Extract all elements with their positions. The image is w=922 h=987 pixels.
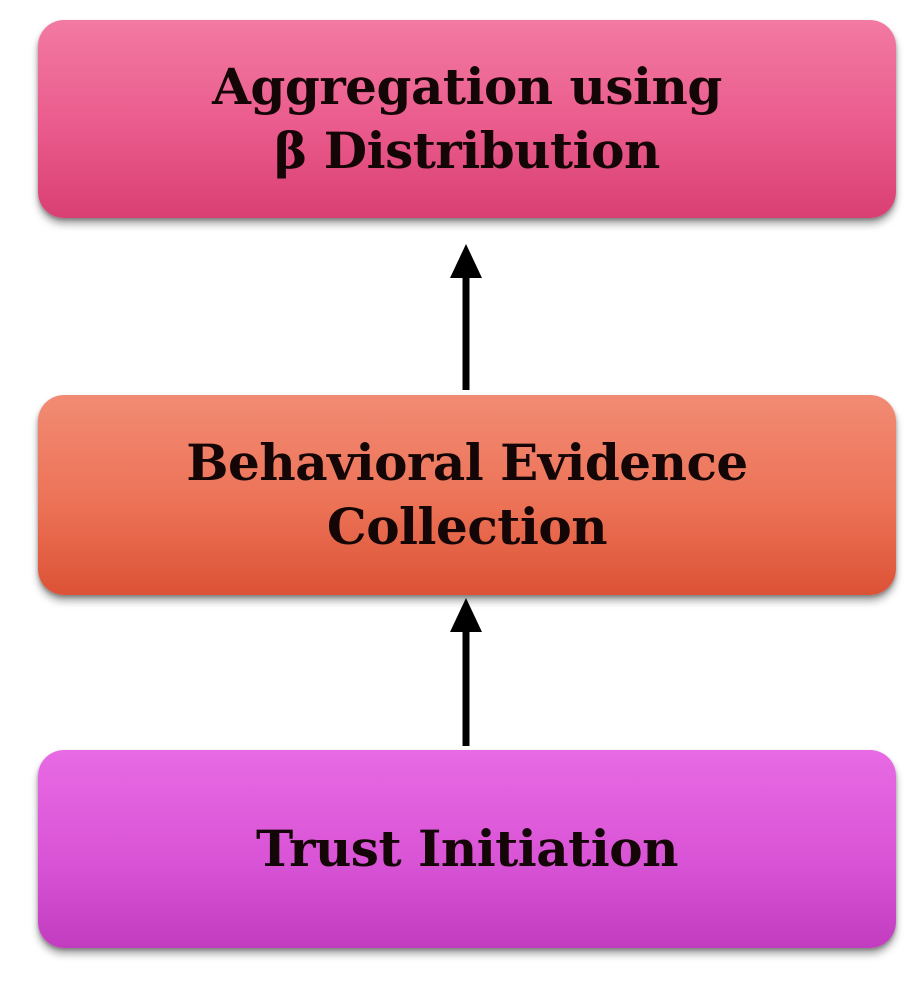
behavioral-evidence-box: Behavioral Evidence Collection [38,395,896,595]
arrow-head [450,598,482,632]
trust-initiation-box: Trust Initiation [38,750,896,948]
aggregation-box: Aggregation using β Distribution [38,20,896,218]
arrow-up-icon [450,598,482,746]
arrow-up-icon [450,244,482,390]
trust-initiation-box-label: Trust Initiation [256,819,678,878]
arrow-head [450,244,482,278]
behavioral-evidence-box-label: Behavioral Evidence Collection [186,433,748,556]
aggregation-box-label: Aggregation using β Distribution [212,57,722,180]
